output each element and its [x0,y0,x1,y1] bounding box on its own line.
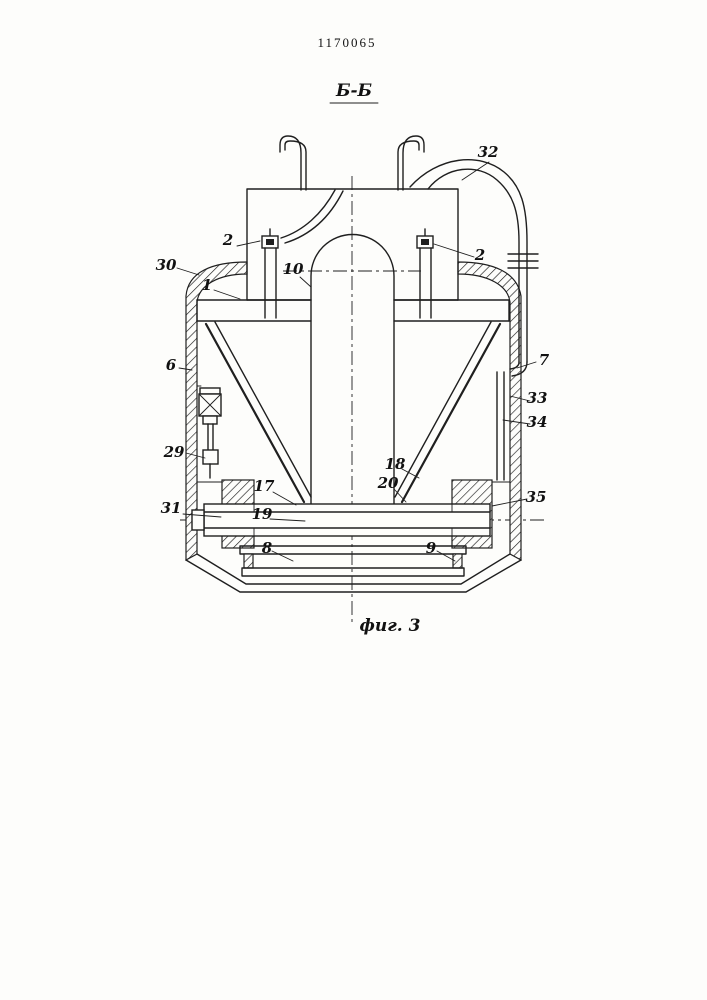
leader-34 [502,419,531,425]
ref-label-1: 1 [202,276,212,294]
left-hook [279,135,302,191]
lifting-hooks [279,135,425,191]
inner-cone [204,321,502,504]
ref-label-8: 8 [262,539,273,557]
figure-caption: фиг. 3 [360,616,421,636]
flange-ring [196,299,510,322]
leader-33 [509,395,531,402]
clamp-brackets [261,228,434,319]
ref-label-33: 33 [527,389,548,407]
titles: 1170065 Б-Б фиг. 3 [317,35,420,636]
ref-label-2-right: 2 [474,246,485,264]
leader-7 [516,361,537,369]
cone-right-outer [400,322,502,504]
pipe-inner [427,168,520,363]
drain-valve [196,385,222,479]
inner-tube-curve-outer [280,189,336,239]
leader-31 [182,513,222,518]
valve-fitting [202,449,219,465]
valve-body-cross [198,393,222,417]
leader-35 [491,498,528,507]
leader-8 [271,550,294,562]
leader-9 [436,550,456,562]
flange-ends [196,299,510,322]
pipe-wall-transition-outer [511,361,528,377]
ref-label-2-left: 2 [222,231,233,249]
ref-label-17: 17 [254,477,275,495]
leader-lines [176,161,537,562]
cone-right-inner [394,321,492,498]
left-support-foot [243,553,254,569]
cone-left-inner [214,321,312,498]
ref-label-9: 9 [426,539,437,557]
ref-label-31: 31 [161,499,182,517]
leader-17 [272,491,297,506]
shaft-housing [203,503,491,537]
ref-label-30: 30 [156,256,177,274]
leader-20 [393,488,407,503]
ref-label-35: 35 [526,488,547,506]
section-label: Б-Б [335,81,373,101]
leader-19 [269,518,306,522]
leader-29 [185,452,206,459]
ref-label-32: 32 [478,143,499,161]
left-nozzle-cap [191,509,205,531]
right-wall [457,261,522,562]
valve-stem [207,423,214,451]
ref-label-34: 34 [527,413,548,431]
leader-6 [178,367,193,371]
leader-10 [299,276,312,288]
valve-top-flange [199,387,221,395]
base-plate [241,567,465,577]
ref-label-7: 7 [539,351,550,369]
patent-number: 1170065 [317,35,376,50]
ref-label-6: 6 [166,356,177,374]
central-bell [310,233,395,506]
bottom-shell-inner [196,553,511,585]
leader-18 [401,468,420,479]
ref-label-10: 10 [283,260,304,278]
cone-left-outer [204,322,306,504]
left-bracket-core [266,239,274,245]
ref-label-20: 20 [377,474,399,492]
leader-2-left [236,240,261,247]
valve-lower-flange [202,415,218,425]
ref-label-19: 19 [252,505,273,523]
axis-lines [180,176,546,624]
pipe-outer [409,159,528,363]
leader-1 [213,289,241,300]
bottom-shell [185,553,522,593]
ref-label-18: 18 [385,455,406,473]
pipe-coupling [507,253,539,269]
right-bracket-strip [419,247,432,319]
gas-pipe [409,159,539,481]
right-bracket-core [421,239,429,245]
downcomer-pipe [496,371,505,481]
reference-labels: 32 2 2 30 1 10 6 7 33 34 29 18 20 17 35 … [156,143,550,557]
leader-32 [461,161,490,181]
leader-30 [176,267,200,276]
left-bracket-strip [264,247,277,319]
pipe-wall-transition-inner [509,361,520,370]
bearing-joint-ticks [253,503,453,537]
base-assembly [191,479,493,577]
lower-band [239,545,467,555]
left-hook-inner [284,140,307,191]
leader-2-right [433,243,475,258]
right-hook [402,135,425,191]
right-hook-inner [397,140,420,191]
ref-label-29: 29 [163,443,185,461]
shaft-bore-lines [203,511,491,529]
bottom-shell-outer [185,559,522,593]
inner-tube-curve-inner [284,190,344,244]
lid-box-outline [246,188,459,301]
bell-outline [310,233,395,506]
